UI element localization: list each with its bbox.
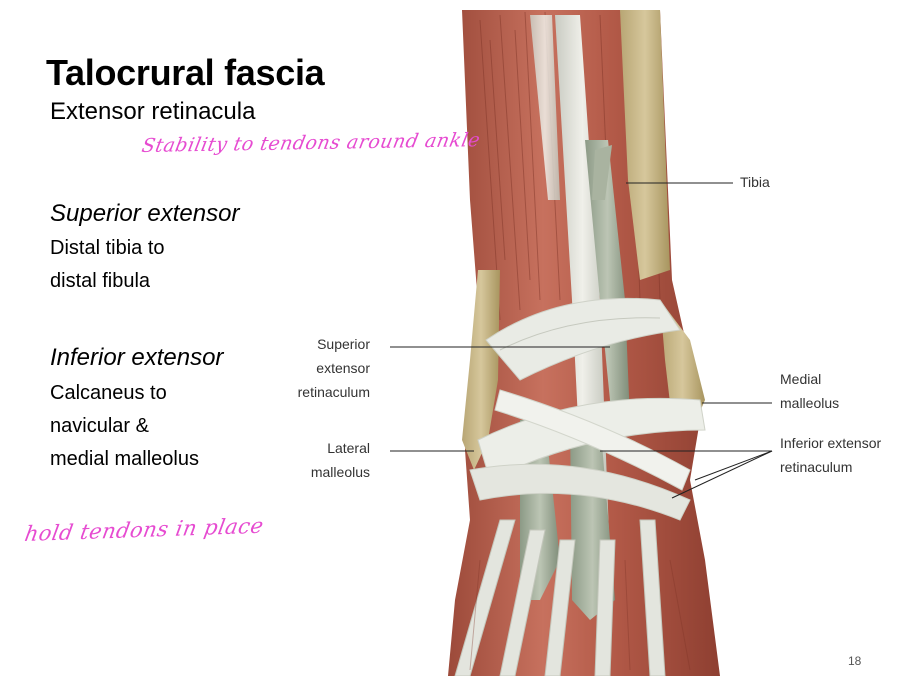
- label-tibia: Tibia: [740, 174, 770, 190]
- superior-description: Distal tibia to distal fibula: [50, 232, 165, 298]
- superior-line: Distal tibia to: [50, 237, 165, 259]
- slide-subtitle: Extensor retinacula: [50, 98, 256, 125]
- label-inferior-retinaculum: Inferior extensor retinaculum: [780, 435, 882, 475]
- superior-line: distal fibula: [50, 270, 151, 292]
- label-superior-retinaculum: Superior extensor retinaculum: [297, 336, 370, 400]
- inferior-line: medial malleolus: [50, 448, 199, 470]
- label-medial-malleolus: Medial malleolus: [780, 371, 840, 411]
- page-number: 18: [848, 654, 862, 668]
- inferior-line: navicular &: [50, 415, 149, 437]
- slide-title: Talocrural fascia: [46, 52, 325, 93]
- label-lateral-malleolus: Lateral malleolus: [310, 440, 370, 480]
- inferior-heading: Inferior extensor: [50, 344, 224, 371]
- inferior-line: Calcaneus to: [50, 382, 167, 404]
- inferior-description: Calcaneus to navicular & medial malleolu…: [50, 377, 199, 476]
- superior-heading: Superior extensor: [50, 200, 240, 227]
